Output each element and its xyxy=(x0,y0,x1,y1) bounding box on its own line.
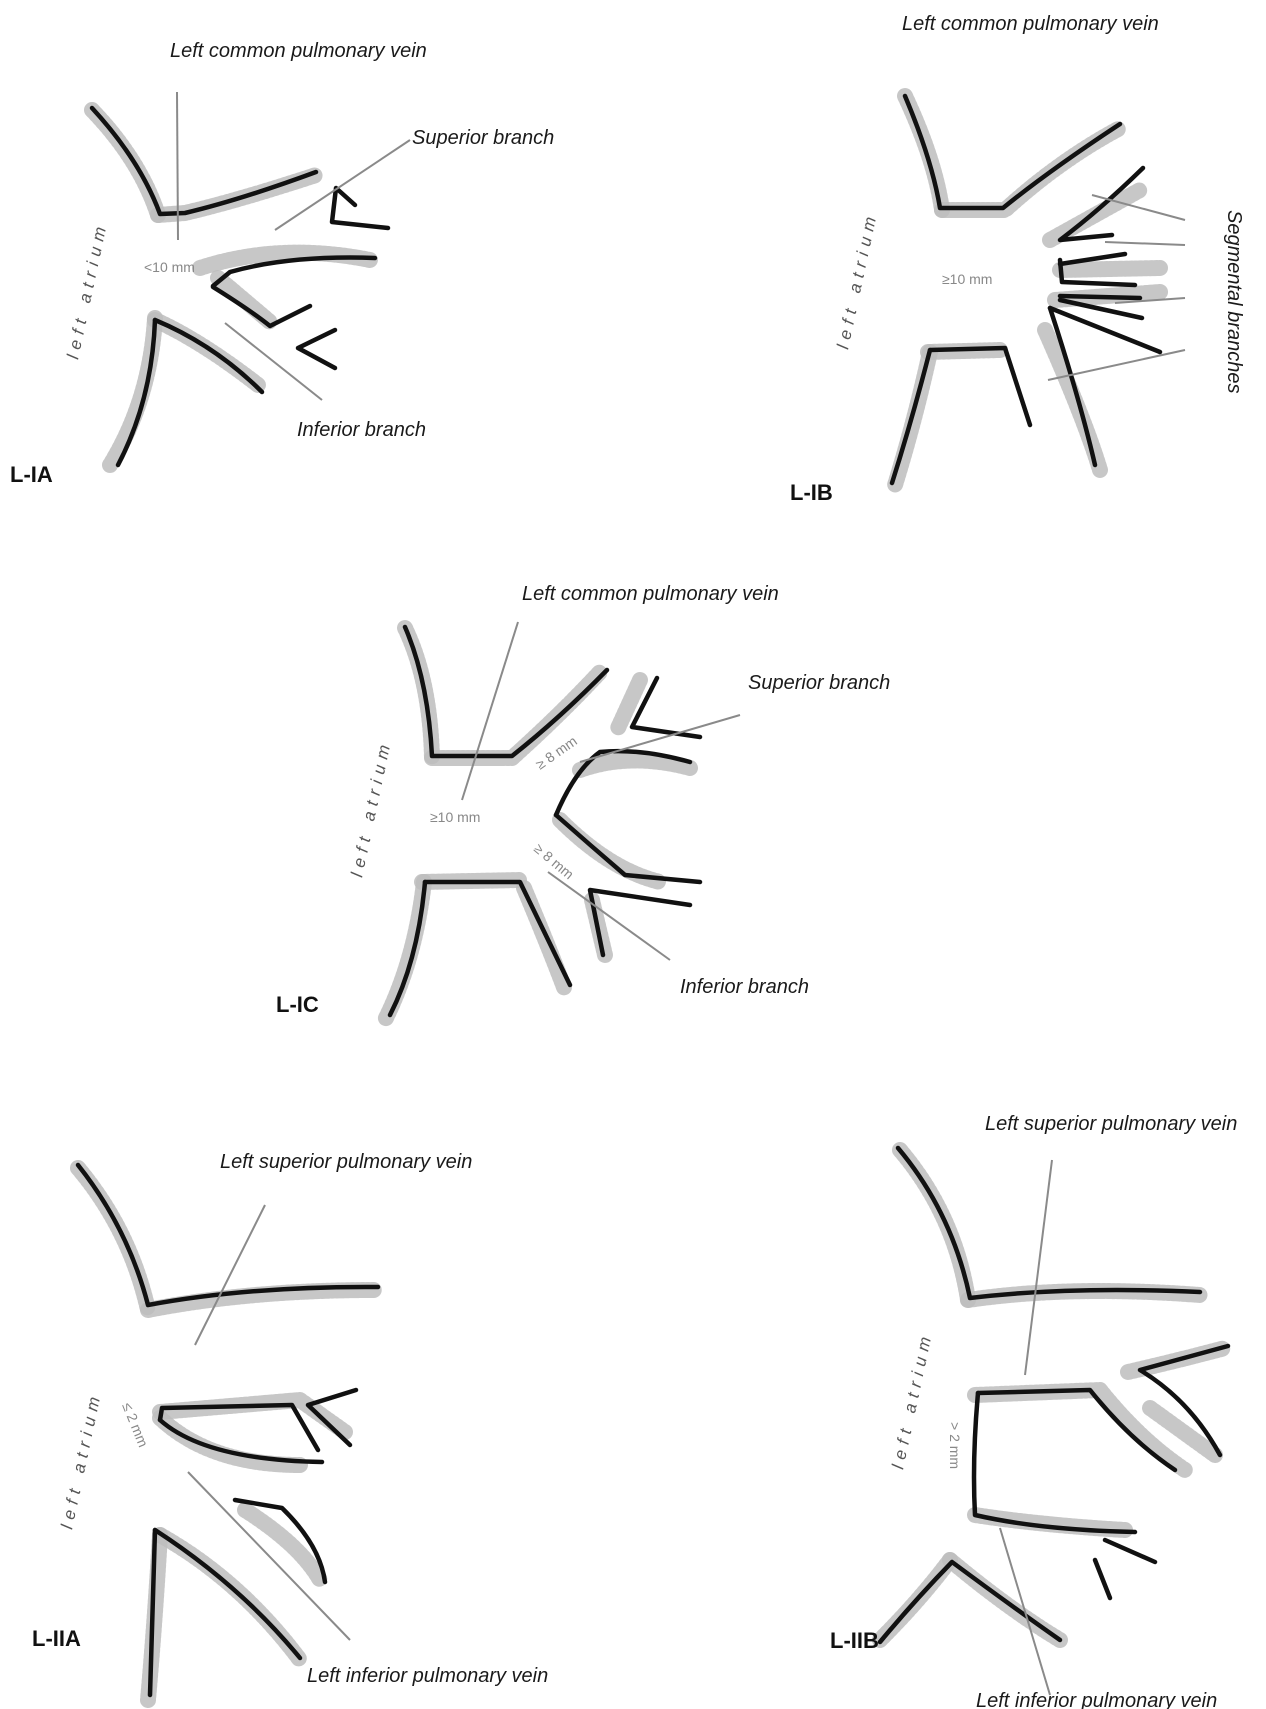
left-atrium-label: left atrium xyxy=(347,737,395,879)
vessel-walls-fuzz xyxy=(895,96,1160,485)
label-common-vein: Left common pulmonary vein xyxy=(902,13,1159,35)
label-segmental-branches: Segmental branches xyxy=(1223,210,1245,393)
measurement-ostium: <10 mm xyxy=(144,259,195,275)
panel-l-iia: Left superior pulmonary vein Left inferi… xyxy=(32,1151,548,1700)
label-inferior-vein: Left inferior pulmonary vein xyxy=(307,1665,548,1687)
panel-id-l-ib: L-IB xyxy=(790,480,833,505)
panel-l-ic: Left common pulmonary vein Superior bran… xyxy=(276,583,890,1020)
label-common-vein: Left common pulmonary vein xyxy=(522,583,779,605)
label-superior-branch: Superior branch xyxy=(412,127,554,149)
label-superior-vein: Left superior pulmonary vein xyxy=(985,1113,1237,1135)
panel-l-iib: Left superior pulmonary vein Left inferi… xyxy=(830,1113,1237,1709)
left-atrium-label: left atrium xyxy=(888,1329,936,1471)
panel-l-ib: Left common pulmonary vein Segmental bra… xyxy=(790,13,1245,505)
measurement-ostium: ≤ 2 mm xyxy=(119,1400,151,1449)
label-inferior-branch: Inferior branch xyxy=(297,419,426,441)
measurement-ostium: ≥10 mm xyxy=(430,809,480,825)
panel-l-ia: Left common pulmonary vein Superior bran… xyxy=(10,40,554,487)
panel-id-l-ia: L-IA xyxy=(10,462,53,487)
panel-id-l-iib: L-IIB xyxy=(830,1628,879,1653)
left-atrium-label: left atrium xyxy=(833,209,881,351)
measurement-ostium: > 2 mm xyxy=(947,1422,963,1469)
panel-id-l-iia: L-IIA xyxy=(32,1626,81,1651)
label-common-vein: Left common pulmonary vein xyxy=(170,40,427,62)
measurement-ostium: ≥10 mm xyxy=(942,271,992,287)
label-superior-branch: Superior branch xyxy=(748,672,890,694)
label-inferior-branch: Inferior branch xyxy=(680,976,809,998)
panel-id-l-ic: L-IC xyxy=(276,992,319,1017)
left-atrium-label: left atrium xyxy=(57,1389,105,1531)
label-inferior-vein: Left inferior pulmonary vein xyxy=(976,1690,1217,1709)
label-superior-vein: Left superior pulmonary vein xyxy=(220,1151,472,1173)
left-atrium-label: left atrium xyxy=(63,219,111,361)
